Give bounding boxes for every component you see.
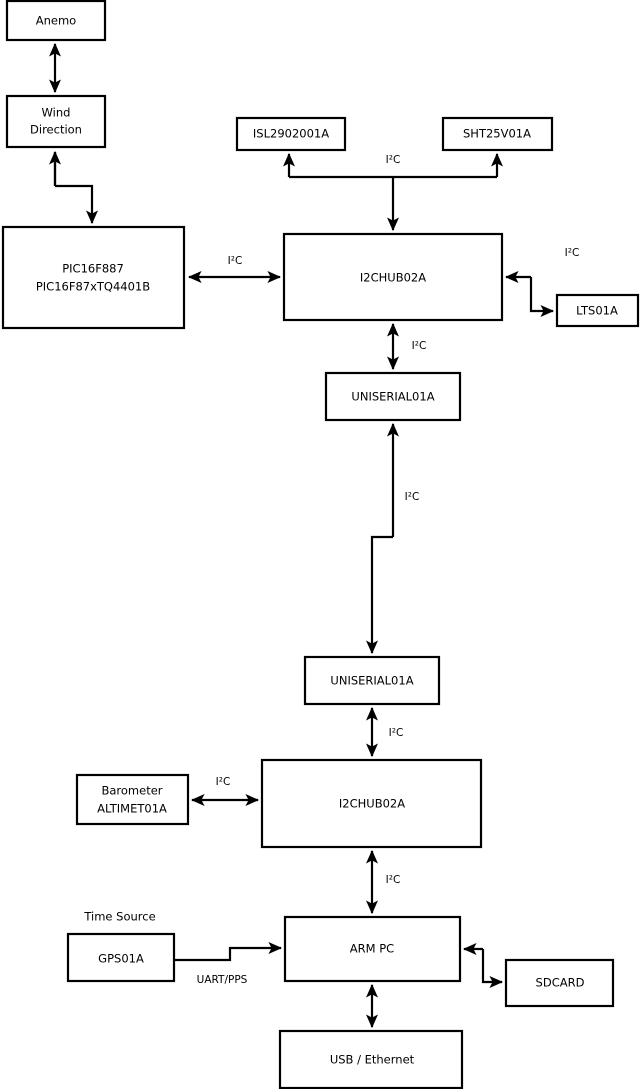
- edge-armpc-sdcard-out: [481, 949, 504, 989]
- node-i2chub02a-top-label: I2CHUB02A: [360, 271, 426, 285]
- node-wind-direction-label-line2: Direction: [30, 123, 82, 137]
- edge-label-uniserial-link-i2c: I²C: [405, 491, 420, 503]
- edge-label-hub-lts-i2c: I²C: [565, 247, 580, 259]
- node-sdcard-box[interactable]: [504, 958, 615, 1008]
- node-sht25v01a-label: SHT25V01A: [463, 127, 531, 141]
- node-sht25v01a[interactable]: SHT25V01A: [441, 116, 554, 152]
- node-uniserial01a-lower-label: UNISERIAL01A: [330, 674, 413, 688]
- node-i2chub02a-bottom[interactable]: I2CHUB02A: [260, 758, 483, 849]
- edge-labels-layer: I²C I²C I²C I²C I²C I²C I²C I²C UART/PPS: [197, 154, 580, 986]
- node-sdcard-label: SDCARD: [536, 976, 585, 990]
- node-lts01a[interactable]: LTS01A: [555, 293, 640, 328]
- node-sht25v01a-box[interactable]: [441, 116, 554, 152]
- node-arm-pc[interactable]: ARM PC: [283, 915, 462, 983]
- edge-hubtop-lts-in: [529, 277, 555, 318]
- node-pic-label-line2: PIC16F87xTQ4401B: [36, 280, 150, 294]
- node-arm-pc-box[interactable]: [283, 915, 462, 983]
- edge-label-pic-hub-i2c: I²C: [228, 255, 243, 267]
- node-i2chub02a-top[interactable]: I2CHUB02A: [282, 232, 504, 322]
- node-i2chub02a-bottom-label: I2CHUB02A: [339, 797, 405, 811]
- node-gps01a-box[interactable]: [66, 932, 176, 983]
- node-barometer[interactable]: Barometer ALTIMET01A: [75, 773, 190, 826]
- node-arm-pc-label: ARM PC: [350, 942, 394, 956]
- node-gps01a-label: GPS01A: [98, 952, 144, 966]
- time-source-label: Time Source: [83, 910, 155, 924]
- node-i2chub02a-top-box[interactable]: [282, 232, 504, 322]
- edge-wind-pic: [53, 152, 92, 223]
- node-barometer-label-line2: ALTIMET01A: [97, 802, 167, 816]
- edge-label-hub-uniserial-i2c: I²C: [412, 340, 427, 352]
- edges-layer: [48, 42, 555, 1029]
- edge-label-uniserial-hub-i2c: I²C: [389, 727, 404, 739]
- node-uniserial01a-upper-label: UNISERIAL01A: [351, 390, 434, 404]
- node-pic-box[interactable]: [1, 225, 186, 330]
- node-lts01a-box[interactable]: [555, 293, 640, 328]
- node-usb-ethernet[interactable]: USB / Ethernet: [278, 1029, 464, 1089]
- node-gps01a[interactable]: GPS01A: [66, 932, 176, 983]
- node-i2chub02a-bottom-box[interactable]: [260, 758, 483, 849]
- node-anemo[interactable]: Anemo: [5, 0, 107, 42]
- node-usb-ethernet-label: USB / Ethernet: [330, 1053, 415, 1067]
- node-pic[interactable]: PIC16F887 PIC16F87xTQ4401B: [1, 225, 186, 330]
- node-wind-direction-box[interactable]: [5, 94, 107, 149]
- node-lts01a-label: LTS01A: [576, 304, 618, 318]
- edge-uniserial-link-down: [365, 535, 393, 655]
- node-isl2902001a-box[interactable]: [235, 116, 347, 152]
- node-wind-direction[interactable]: Wind Direction: [5, 94, 107, 149]
- node-barometer-label-line1: Barometer: [101, 784, 162, 798]
- edge-gps-armpc: [175, 941, 283, 962]
- node-pic-label-line1: PIC16F887: [62, 262, 124, 276]
- node-wind-direction-label-line1: Wind: [42, 106, 71, 120]
- node-anemo-label: Anemo: [36, 14, 76, 28]
- node-sdcard[interactable]: SDCARD: [504, 958, 615, 1008]
- node-barometer-box[interactable]: [75, 773, 190, 826]
- node-usb-ethernet-box[interactable]: [278, 1029, 464, 1089]
- edge-label-hub-sensors-i2c: I²C: [386, 154, 401, 166]
- node-uniserial01a-upper[interactable]: UNISERIAL01A: [324, 371, 462, 422]
- node-isl2902001a-label: ISL2902001A: [253, 127, 329, 141]
- node-uniserial01a-upper-box[interactable]: [324, 371, 462, 422]
- node-anemo-box[interactable]: [5, 0, 107, 42]
- node-uniserial01a-lower-box[interactable]: [303, 655, 441, 706]
- edge-label-gps-armpc-uart: UART/PPS: [197, 974, 248, 986]
- node-uniserial01a-lower[interactable]: UNISERIAL01A: [303, 655, 441, 706]
- edge-label-barometer-hub-i2c: I²C: [216, 776, 231, 788]
- edge-label-hub-armpc-i2c: I²C: [386, 874, 401, 886]
- node-isl2902001a[interactable]: ISL2902001A: [235, 116, 347, 152]
